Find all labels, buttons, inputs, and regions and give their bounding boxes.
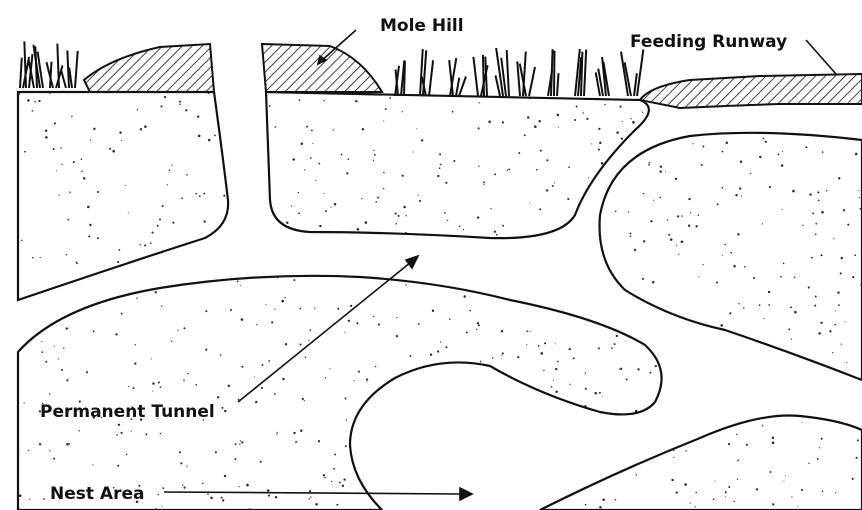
mole-hill-mound — [84, 44, 382, 92]
feeding-runway-pointer — [806, 40, 836, 74]
feeding-runway-label: Feeding Runway — [630, 32, 787, 52]
soil-layer — [0, 59, 862, 510]
permanent-tunnel-label: Permanent Tunnel — [40, 402, 215, 422]
feeding-runway-ridge — [640, 74, 862, 108]
nest-area-label: Nest Area — [50, 484, 144, 504]
mole-hill-label: Mole Hill — [380, 16, 464, 36]
